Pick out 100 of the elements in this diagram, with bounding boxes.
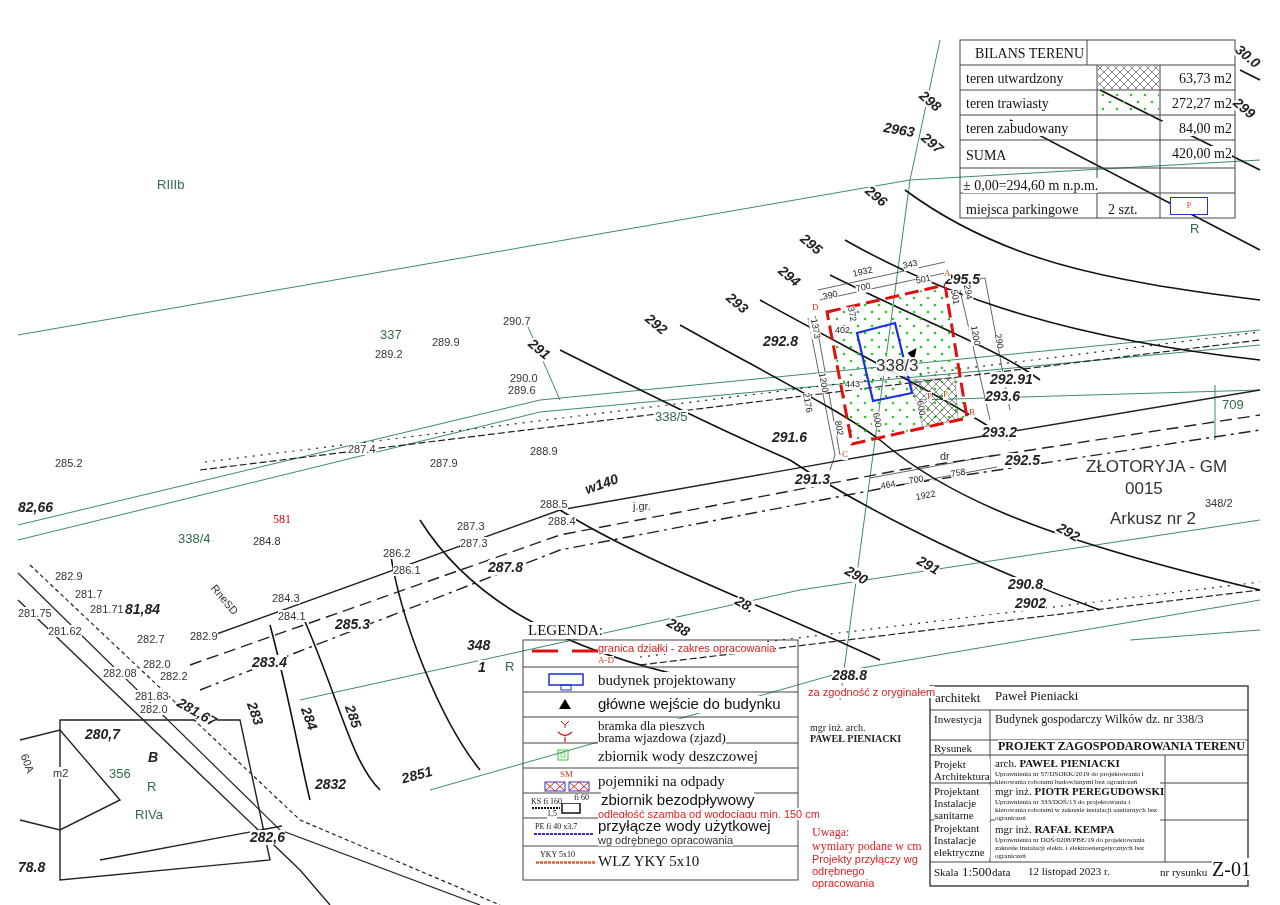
elevation-label: 285.3 xyxy=(335,617,371,633)
legend-text: zbiornik bezodpływowy xyxy=(601,792,755,809)
legend-text: główne wejście do budynku xyxy=(598,696,781,713)
table-text: teren utwardzony xyxy=(966,71,1064,87)
corner-label: A xyxy=(944,269,951,279)
elevation-label: 82,66 xyxy=(18,500,54,516)
building-label: m2 xyxy=(53,767,69,780)
elevation-label: 2851 xyxy=(400,763,435,787)
dimension-text: 1932 xyxy=(852,265,874,280)
dimension-text: 1373 xyxy=(808,318,822,340)
dimension-text: 290 xyxy=(992,333,1005,350)
contour-label: 284 xyxy=(297,705,320,733)
legend-text: budynek projektowany xyxy=(598,672,736,689)
elevation-label: 289.6 xyxy=(508,384,536,397)
elevation-label: 288.8 xyxy=(832,668,868,684)
parcel-number: 348/2 xyxy=(1205,497,1233,510)
elevation-label: 289.2 xyxy=(375,348,403,361)
elevation-label: 282.0 xyxy=(143,658,171,671)
parcel-number: 338/3 xyxy=(876,357,919,376)
dimension-text: 443 xyxy=(845,380,861,390)
legend-title: LEGENDA: xyxy=(528,622,603,639)
elevation-label: 282,6 xyxy=(250,830,286,846)
legend-note: YKY 5x10 xyxy=(540,851,576,860)
land-use-label: dr xyxy=(940,450,950,463)
elevation-label: 287.8 xyxy=(488,560,524,576)
elevation-label: 284.3 xyxy=(272,592,300,605)
table-value: 84,00 m2 xyxy=(1162,121,1232,137)
corner-label: B xyxy=(969,408,975,418)
legend-text: brama wjazdowa (zjazd) xyxy=(598,731,726,746)
dimension-text: 1922 xyxy=(915,489,937,503)
dimension-text: 372 xyxy=(845,306,858,323)
elevation-label: 288.9 xyxy=(530,445,558,458)
elevation-label: 284.8 xyxy=(253,535,281,548)
legend-note: A-D xyxy=(598,656,614,666)
title-block-label: data xyxy=(992,866,1011,879)
elevation-label: 292.5 xyxy=(1005,453,1041,469)
title-block-label: Projekt Architektura xyxy=(934,758,990,783)
drawing-number: Z-01 xyxy=(1212,858,1251,880)
elevation-label: 282.08 xyxy=(103,667,137,680)
contour-label: 283 xyxy=(243,700,266,728)
author-note: mgr inż. arch. xyxy=(810,722,866,733)
legend-note: KS fi 160 xyxy=(531,798,563,807)
dimension-text: 1200 xyxy=(968,325,982,347)
table-text: teren trawiasty xyxy=(966,96,1049,112)
building-label: 60A xyxy=(18,752,37,775)
designer-name: mgr inż. PIOTR PEREGUDOWSKI xyxy=(995,785,1165,798)
elevation-label: 292.91 xyxy=(990,372,1033,388)
dimension-text: 501 xyxy=(915,273,932,287)
dimension-text: 343 xyxy=(902,258,919,272)
elevation-label: 282.0 xyxy=(140,703,168,716)
legend-note: PE fi 40 x3,7 xyxy=(535,823,578,832)
elevation-label: 289.9 xyxy=(432,336,460,349)
author-note: PAWEŁ PIENIACKI xyxy=(810,733,902,744)
elevation-label: 81,84 xyxy=(125,602,161,618)
table-text: teren zabudowany xyxy=(966,121,1069,137)
contour-label: 292 xyxy=(642,311,670,338)
corner-label: C xyxy=(842,450,848,460)
designer-name: mgr inż. RAFAŁ KEMPA xyxy=(995,823,1115,836)
title-block-value: Budynek gospodarczy Wilków dz. nr 338/3 xyxy=(995,713,1204,727)
legend-text: granica działki - zakres opracowania xyxy=(598,642,776,655)
title-block-label: nr rysunku xyxy=(1160,866,1208,879)
contour-label: 291 xyxy=(914,553,943,578)
elevation-label: 291.3 xyxy=(795,472,831,488)
legend-text: zbiornik wody deszczowej xyxy=(598,748,758,765)
parking-label: P xyxy=(927,392,932,402)
elevation-label: 282.9 xyxy=(190,630,218,643)
elevation-label: 290.0 xyxy=(510,372,538,385)
elevation-label: 282.7 xyxy=(137,633,165,646)
map-label: j.gr. xyxy=(633,500,651,513)
parking-label: P xyxy=(943,390,948,400)
elevation-label: 288.5 xyxy=(540,498,568,511)
elevation-label: 281.83 xyxy=(135,690,169,703)
elevation-label: 284.1 xyxy=(278,610,306,623)
certification-note: za zgodność z oryginałem xyxy=(808,686,936,699)
dimension-text: 1200 xyxy=(816,372,830,394)
title-block-value: 12 listopad 2023 r. xyxy=(1028,865,1110,878)
dimension-text: 700 xyxy=(908,474,925,487)
note-text: Uwaga: xyxy=(812,826,850,840)
dimension-text: 294 xyxy=(961,284,974,301)
elevation-label: 293.6 xyxy=(985,389,1021,405)
title-block-label: Inwestycja xyxy=(934,713,982,726)
note-text: wymiary podane w cm xyxy=(812,840,922,854)
dimension-text: 501 xyxy=(948,289,961,306)
contour-label: 292 xyxy=(1054,520,1083,545)
dimension-text: 2176 xyxy=(800,392,814,414)
legend-note: 1,5 xyxy=(547,810,557,819)
dimension-text: 802 xyxy=(832,420,845,437)
elevation-label: 280,7 xyxy=(85,727,121,743)
elevation-label: 2902 xyxy=(1015,596,1047,612)
elevation-label: 286.2 xyxy=(383,547,411,560)
elevation-label: 285.2 xyxy=(55,457,83,470)
corner-label: D xyxy=(812,303,819,313)
designer-name: arch. PAWEŁ PIENIACKI xyxy=(995,757,1120,770)
elevation-label: 287.9 xyxy=(430,457,458,470)
elevation-label: 287.3 xyxy=(457,520,485,533)
parking-sign: P xyxy=(1170,197,1208,215)
legend-text: pojemniki na odpady xyxy=(598,773,725,790)
elevation-label: 282.2 xyxy=(160,670,188,683)
elevation-label: 286.1 xyxy=(393,564,421,577)
legend-text: przyłącze wody użytkowej xyxy=(598,818,771,835)
